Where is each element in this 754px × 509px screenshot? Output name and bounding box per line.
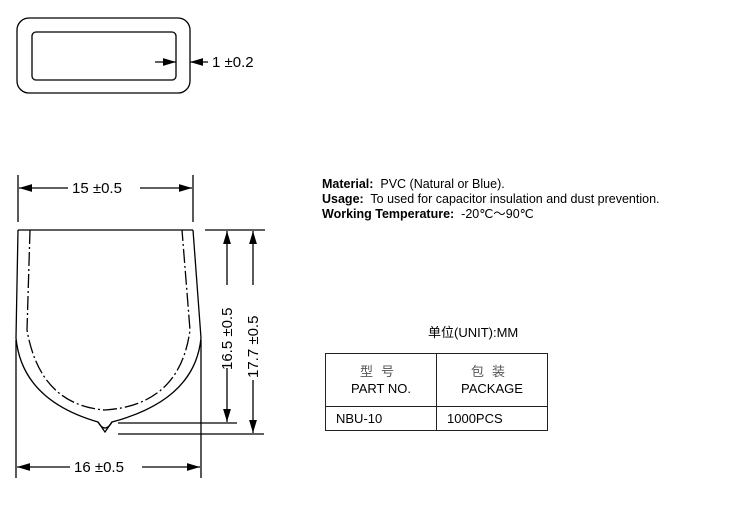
table-row: NBU-10 1000PCS — [325, 406, 548, 431]
spec-usage: Usage: To used for capacitor insulation … — [322, 192, 660, 206]
spec-list: Material: PVC (Natural or Blue). Usage: … — [322, 177, 660, 222]
cell-part-no: NBU-10 — [325, 406, 437, 431]
top-view-inner — [31, 31, 177, 81]
outer-height-label: 17.7 ±0.5 — [245, 316, 262, 378]
inner-height-label: 16.5 ±0.5 — [219, 308, 236, 370]
spec-material: Material: PVC (Natural or Blue). — [322, 177, 505, 191]
outer-width-label: 16 ±0.5 — [74, 459, 124, 476]
cap-inner-profile — [26, 229, 191, 411]
inner-width-label: 15 ±0.5 — [72, 180, 122, 197]
wall-thickness-label: 1 ±0.2 — [212, 54, 254, 71]
cell-package: 1000PCS — [436, 406, 548, 431]
top-view-outer — [16, 17, 191, 94]
cap-outer-profile — [15, 229, 202, 434]
spec-temperature: Working Temperature: -20℃～90℃ — [322, 207, 534, 221]
unit-label: 单位(UNIT):MM — [428, 325, 519, 340]
